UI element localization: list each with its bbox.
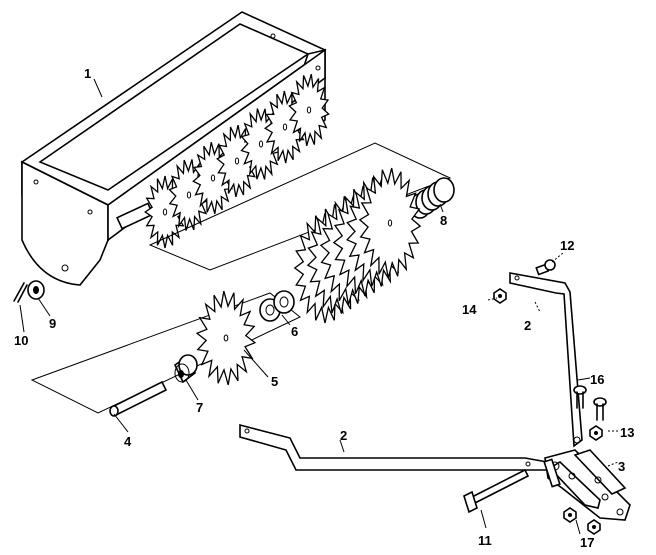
callout-12: 12	[560, 238, 574, 253]
wheel-hub-hole	[223, 334, 229, 342]
part-washer	[27, 280, 45, 300]
hopper-tine-rotors	[144, 74, 330, 249]
wheel-hub-hole	[234, 157, 240, 165]
part-carriage-bolt-16a	[573, 385, 587, 409]
shaft-plane-lower	[30, 292, 301, 414]
callout-7: 7	[196, 400, 203, 415]
callout-9: 9	[49, 316, 56, 331]
callout-17: 17	[580, 535, 594, 550]
part-tine-wheel	[195, 290, 257, 386]
part-bushing	[173, 354, 198, 384]
callout-5: 5	[271, 374, 278, 389]
part-shaft	[109, 380, 168, 417]
wheel-hub-hole	[210, 174, 216, 182]
part-bracket	[543, 449, 631, 521]
part-nut-17a	[563, 507, 577, 523]
wheel-hub-hole	[258, 140, 264, 148]
callout-16: 16	[590, 372, 604, 387]
callout-8: 8	[440, 213, 447, 228]
wheel-hub-hole	[282, 123, 288, 131]
part-cotter-pin	[13, 282, 28, 303]
callout-11: 11	[478, 533, 492, 548]
part-bolt-12	[535, 259, 556, 276]
wheel-hub-hole	[306, 106, 312, 114]
callout-1: 1	[84, 66, 91, 81]
part-nut-14	[493, 288, 507, 304]
callout-labels: 1 2 2 3 4 5 6 7 8 9 10 11 12 13 14 16 17	[14, 66, 634, 550]
callout-13: 13	[620, 425, 634, 440]
part-spacer	[259, 290, 295, 322]
part-handle-bar-upright	[509, 272, 583, 448]
leader-lines	[19, 78, 619, 535]
tine-wheel-cluster	[293, 167, 422, 324]
part-nut-17b	[587, 519, 601, 535]
part-carriage-bolt-16b	[593, 397, 607, 421]
callout-10: 10	[14, 333, 28, 348]
callout-14: 14	[462, 302, 477, 317]
part-bolt-11	[463, 468, 530, 514]
wheel-hub-hole	[186, 191, 192, 199]
callout-3: 3	[618, 459, 625, 474]
callout-4: 4	[124, 434, 132, 449]
callout-2a: 2	[524, 318, 531, 333]
wheel-hub-hole	[162, 208, 168, 216]
callout-6: 6	[291, 324, 298, 339]
part-handle-bar-long	[239, 423, 554, 471]
part-nut-13	[589, 425, 603, 441]
callout-2b: 2	[340, 428, 347, 443]
shaft-plane-upper	[148, 142, 452, 271]
wheel-hub-hole	[387, 219, 393, 227]
